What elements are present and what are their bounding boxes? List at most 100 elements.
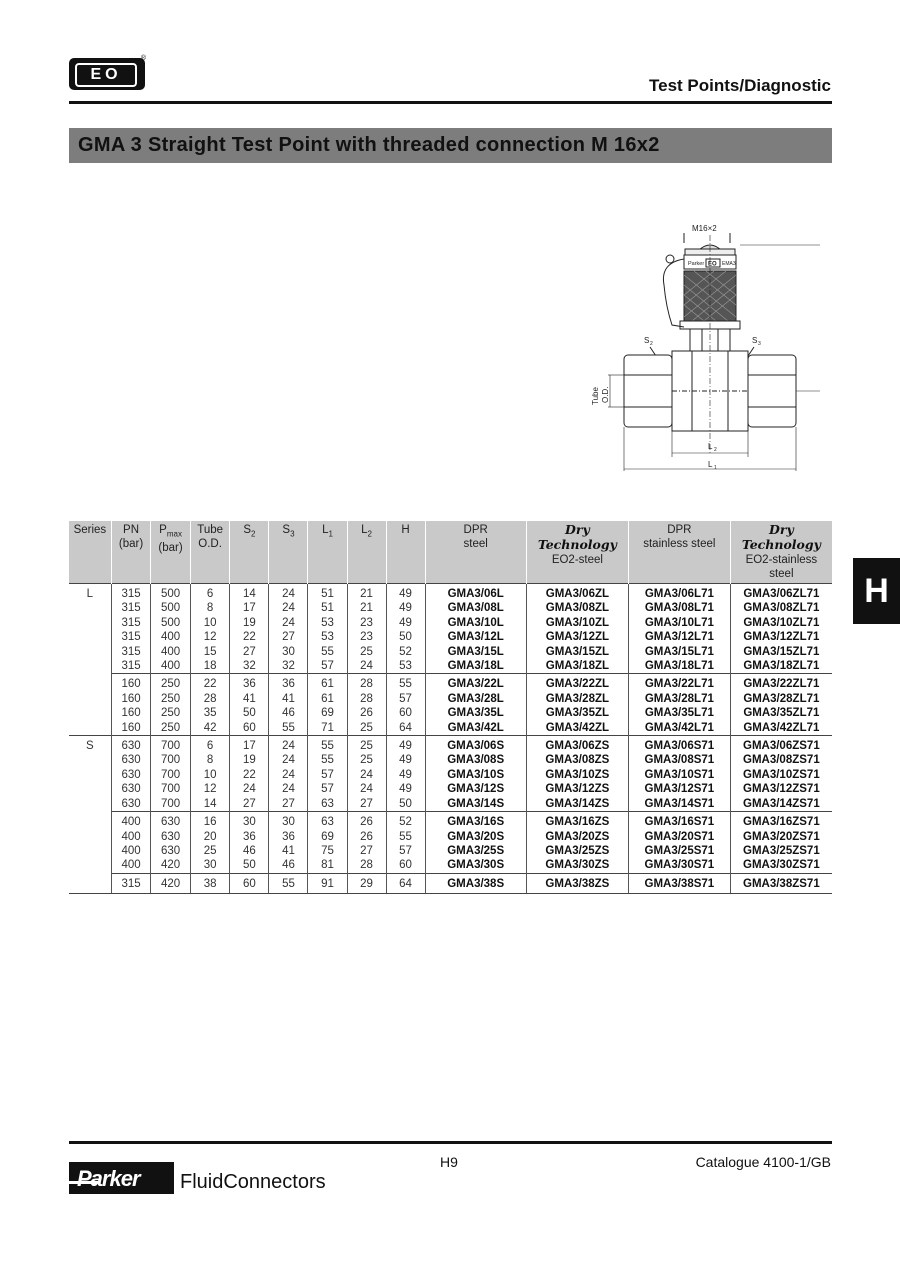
cell-l1: 57 [307, 767, 348, 783]
cell-eo2: GMA3/18ZL [525, 659, 629, 674]
cap-label-parker: Parker [688, 261, 704, 267]
cell-pn: 315 [110, 630, 151, 645]
cell-l2: 26 [346, 829, 387, 844]
col-s3: S3 [268, 521, 308, 584]
cell-h: 60 [385, 706, 426, 721]
cell-s2: 14 [229, 583, 269, 602]
cell-pmax: 700 [150, 753, 191, 768]
cell-pmax: 500 [150, 615, 191, 631]
cell-dpr: GMA3/10S [424, 767, 527, 783]
cell-s2: 60 [229, 720, 269, 736]
cell-tube: 15 [189, 644, 230, 660]
cell-pmax: 250 [150, 720, 191, 736]
col-l1: L1 [307, 521, 348, 584]
cell-dprss: GMA3/06S71 [627, 735, 731, 754]
s3-label: S [752, 336, 757, 345]
cell-l1: 81 [307, 858, 348, 874]
s2-label: S [644, 336, 649, 345]
cell-dpr: GMA3/14S [424, 796, 527, 812]
cell-tube: 30 [189, 858, 230, 874]
cell-s3: 30 [268, 644, 308, 660]
cell-l1: 91 [307, 872, 348, 895]
cell-l2: 21 [346, 583, 387, 602]
cell-l1: 53 [307, 615, 348, 631]
cell-s3: 46 [268, 706, 308, 721]
cell-s2: 22 [229, 630, 269, 645]
cell-pn: 630 [110, 767, 151, 783]
cell-dpr: GMA3/12S [424, 782, 527, 797]
parker-logo-rule [69, 1181, 99, 1184]
cell-tube: 8 [189, 601, 230, 616]
l2-label: L [708, 442, 713, 451]
col-dpr-ss-material: stainless steel [643, 538, 716, 550]
cell-h: 57 [385, 691, 426, 707]
col-h-label: H [401, 524, 410, 536]
cell-s2: 17 [229, 735, 269, 754]
cell-dprss: GMA3/16S71 [627, 811, 731, 830]
cell-eo2: GMA3/12ZL [525, 630, 629, 645]
col-l2: L2 [346, 521, 387, 584]
cell-eo2ss: GMA3/20ZS71 [729, 829, 832, 844]
cell-s2: 32 [229, 659, 269, 674]
cell-dprss: GMA3/14S71 [627, 796, 731, 812]
cell-eo2: GMA3/16ZS [525, 811, 629, 830]
cell-series [69, 630, 111, 644]
cell-dpr: GMA3/15L [424, 644, 527, 660]
cell-pn: 160 [110, 720, 151, 736]
s3-sub: 3 [758, 341, 761, 347]
col-pmax: Pmax(bar) [150, 521, 191, 584]
cell-dpr: GMA3/08L [424, 601, 527, 616]
cell-s3: 36 [268, 829, 308, 844]
cell-tube: 35 [189, 706, 230, 721]
cell-series [69, 768, 111, 782]
col-pn: PN(bar) [110, 521, 151, 584]
col-l2-sub: 2 [367, 529, 372, 539]
cell-eo2: GMA3/15ZL [525, 644, 629, 660]
col-l2-label: L [361, 524, 368, 536]
cell-dprss: GMA3/20S71 [627, 829, 731, 844]
cell-pn: 630 [110, 735, 151, 754]
chapter-tab: H [853, 558, 900, 624]
cell-series: L [69, 583, 112, 602]
cell-eo2: GMA3/30ZS [525, 858, 629, 874]
cell-h: 52 [385, 644, 426, 660]
col-dpr-ss-label: DPR [667, 524, 692, 536]
cell-eo2: GMA3/14ZS [525, 796, 629, 812]
cell-pn: 630 [110, 796, 151, 812]
cell-pn: 630 [110, 753, 151, 768]
col-s2-label: S [243, 524, 252, 536]
cell-eo2ss: GMA3/08ZS71 [729, 753, 832, 768]
cell-dpr: GMA3/08S [424, 753, 527, 768]
cell-eo2: GMA3/25ZS [525, 843, 629, 859]
cell-eo2ss: GMA3/14ZS71 [729, 796, 832, 812]
cell-h: 49 [385, 782, 426, 797]
cell-tube: 8 [189, 753, 230, 768]
cell-s3: 36 [268, 673, 308, 692]
col-dpr-steel-material: steel [463, 538, 488, 550]
cell-s2: 27 [229, 796, 269, 812]
cell-dprss: GMA3/25S71 [627, 843, 731, 859]
col-s3-sub: 3 [290, 529, 295, 539]
cell-series [69, 844, 111, 858]
cell-pmax: 400 [150, 644, 191, 660]
cell-l1: 71 [307, 720, 348, 736]
col-pmax-sub: max [166, 529, 182, 539]
cell-tube: 10 [189, 615, 230, 631]
cell-dprss: GMA3/08L71 [627, 601, 731, 616]
cell-l1: 61 [307, 691, 348, 707]
cell-pn: 400 [110, 829, 151, 844]
cell-pmax: 400 [150, 659, 191, 674]
l2-sub: 2 [714, 447, 717, 453]
cell-l2: 25 [346, 720, 387, 736]
cell-l1: 69 [307, 706, 348, 721]
eo-logo: EO ® [69, 55, 146, 90]
cell-tube: 22 [189, 673, 230, 692]
